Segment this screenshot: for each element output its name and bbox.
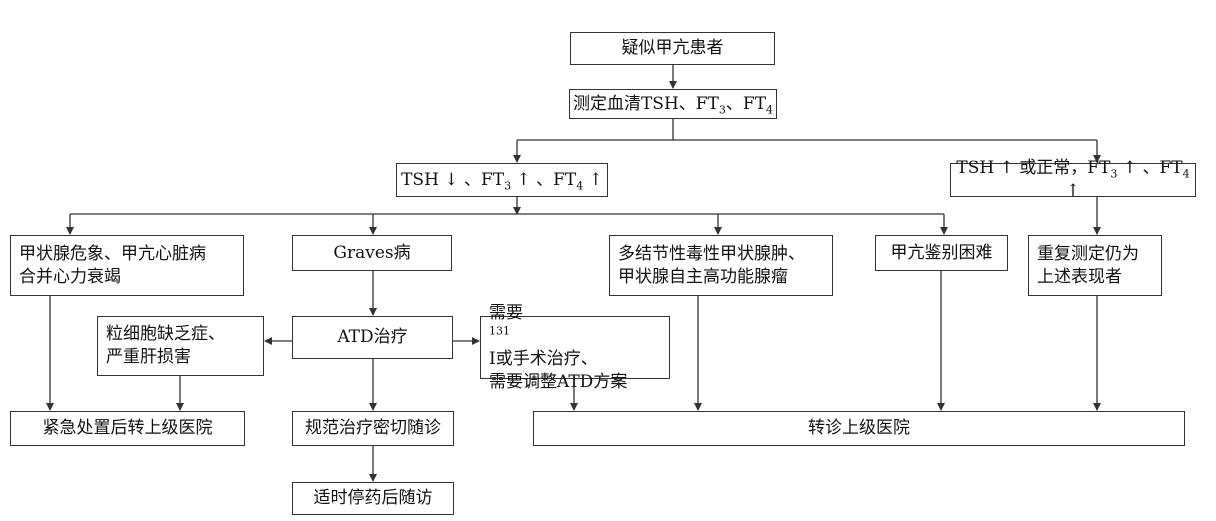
node-nodular-line1: 多结节性毒性甲状腺肿、 [618, 243, 805, 264]
node-atd: ATD治疗 [292, 316, 453, 359]
node-referral-label: 转诊上级医院 [808, 418, 910, 438]
node-measure-label: 测定血清TSH、FT3、FT4 [572, 93, 774, 116]
node-graves-label: Graves病 [333, 242, 411, 263]
node-difficult-label: 甲亢鉴别困难 [890, 242, 993, 263]
node-cond-right-label: TSH ↑ 或正常，FT3 ↑ 、FT4 ↑ [956, 158, 1190, 201]
node-stop-label: 适时停药后随访 [313, 488, 433, 508]
node-cond-left: TSH ↓ 、FT3 ↑ 、FT4 ↑ [396, 163, 608, 197]
node-repeat-line1: 重复测定仍为 [1037, 243, 1139, 264]
node-crisis-line2: 合并心力衰竭 [19, 266, 121, 287]
node-graves: Graves病 [292, 235, 452, 271]
node-cond-right: TSH ↑ 或正常，FT3 ↑ 、FT4 ↑ [950, 158, 1196, 201]
node-crisis: 甲状腺危象、甲亢心脏病 合并心力衰竭 [10, 235, 244, 296]
node-suspect-label: 疑似甲亢患者 [621, 38, 724, 58]
node-repeat: 重复测定仍为 上述表现者 [1028, 235, 1162, 296]
node-granulo: 粒细胞缺乏症、 严重肝损害 [97, 316, 264, 376]
node-need-line2: 需要调整ATD方案 [489, 371, 628, 392]
node-crisis-line1: 甲状腺危象、甲亢心脏病 [19, 243, 206, 264]
node-nodular-line2: 甲状腺自主高功能腺瘤 [618, 266, 788, 287]
node-atd-label: ATD治疗 [337, 327, 408, 347]
node-suspect: 疑似甲亢患者 [570, 32, 775, 65]
node-measure: 测定血清TSH、FT3、FT4 [569, 89, 777, 119]
node-difficult: 甲亢鉴别困难 [875, 235, 1008, 271]
node-nodular: 多结节性毒性甲状腺肿、 甲状腺自主高功能腺瘤 [609, 235, 833, 296]
node-referral: 转诊上级医院 [533, 411, 1185, 446]
node-repeat-line2: 上述表现者 [1037, 266, 1122, 287]
node-followup: 规范治疗密切随诊 [292, 411, 454, 446]
node-emergency-label: 紧急处置后转上级医院 [42, 418, 213, 438]
node-stop: 适时停药后随访 [292, 482, 454, 515]
node-granulo-line2: 严重肝损害 [106, 347, 191, 367]
node-cond-left-label: TSH ↓ 、FT3 ↑ 、FT4 ↑ [401, 169, 603, 192]
node-followup-label: 规范治疗密切随诊 [305, 418, 441, 438]
node-emergency: 紧急处置后转上级医院 [10, 411, 245, 446]
node-granulo-line1: 粒细胞缺乏症、 [106, 324, 225, 344]
